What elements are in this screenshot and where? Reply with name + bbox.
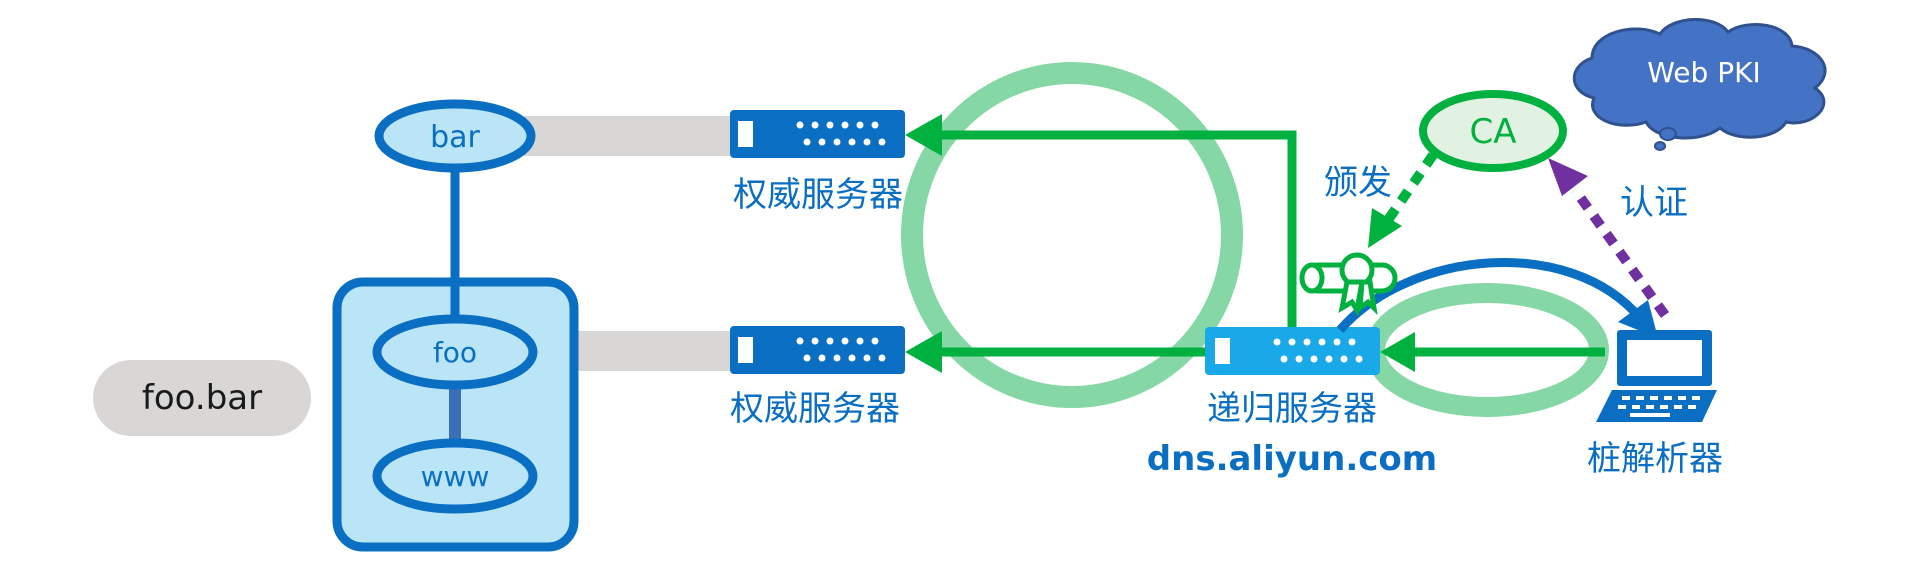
node-www-label: www [421, 460, 490, 493]
query-arrowhead-top [905, 114, 942, 156]
cloud-label: Web PKI [1647, 56, 1760, 89]
node-bar-label: bar [430, 120, 480, 155]
ca-label: CA [1470, 112, 1517, 152]
query-arrowhead-recursive [1380, 332, 1415, 372]
issue-arrow [1383, 152, 1438, 223]
loop-large [901, 62, 1243, 408]
query-arrowhead-bottom [905, 331, 942, 373]
node-www: www [372, 438, 538, 514]
ca-node: CA [1419, 90, 1567, 172]
cloud-icon: Web PKI [1572, 18, 1827, 151]
query-arrow-to-top-server [935, 130, 1297, 335]
issue-label: 颁发 [1324, 163, 1392, 203]
node-foo: foo [372, 314, 538, 390]
recursive-server-hostname: dns.aliyun.com [1147, 439, 1437, 479]
authoritative-server-top-label: 权威服务器 [733, 175, 903, 215]
response-curve-arrowhead [1618, 300, 1658, 338]
authoritative-server-bottom: 权威服务器 [730, 326, 905, 429]
domain-pill-label: foo.bar [142, 378, 262, 418]
server-icon [730, 326, 905, 374]
connector-bar-to-server [520, 116, 730, 156]
domain-pill: foo.bar [93, 360, 311, 436]
verify-label: 认证 [1620, 183, 1688, 223]
server-icon [730, 110, 905, 158]
node-bar: bar [374, 99, 536, 173]
recursive-server: 递归服务器 dns.aliyun.com [1147, 327, 1437, 479]
issue-arrowhead [1368, 208, 1402, 248]
certificate-icon [1299, 252, 1398, 317]
node-foo-label: foo [433, 336, 477, 369]
authoritative-server-bottom-label: 权威服务器 [730, 389, 900, 429]
server-icon [1205, 327, 1380, 375]
stub-resolver-label: 桩解析器 [1587, 439, 1723, 479]
verify-arrowhead [1548, 158, 1588, 196]
stub-resolver: 桩解析器 [1587, 330, 1723, 479]
laptop-icon [1596, 330, 1717, 422]
recursive-server-label: 递归服务器 [1207, 389, 1377, 429]
verify-arrow [1570, 187, 1670, 318]
authoritative-server-top: 权威服务器 [730, 110, 905, 215]
